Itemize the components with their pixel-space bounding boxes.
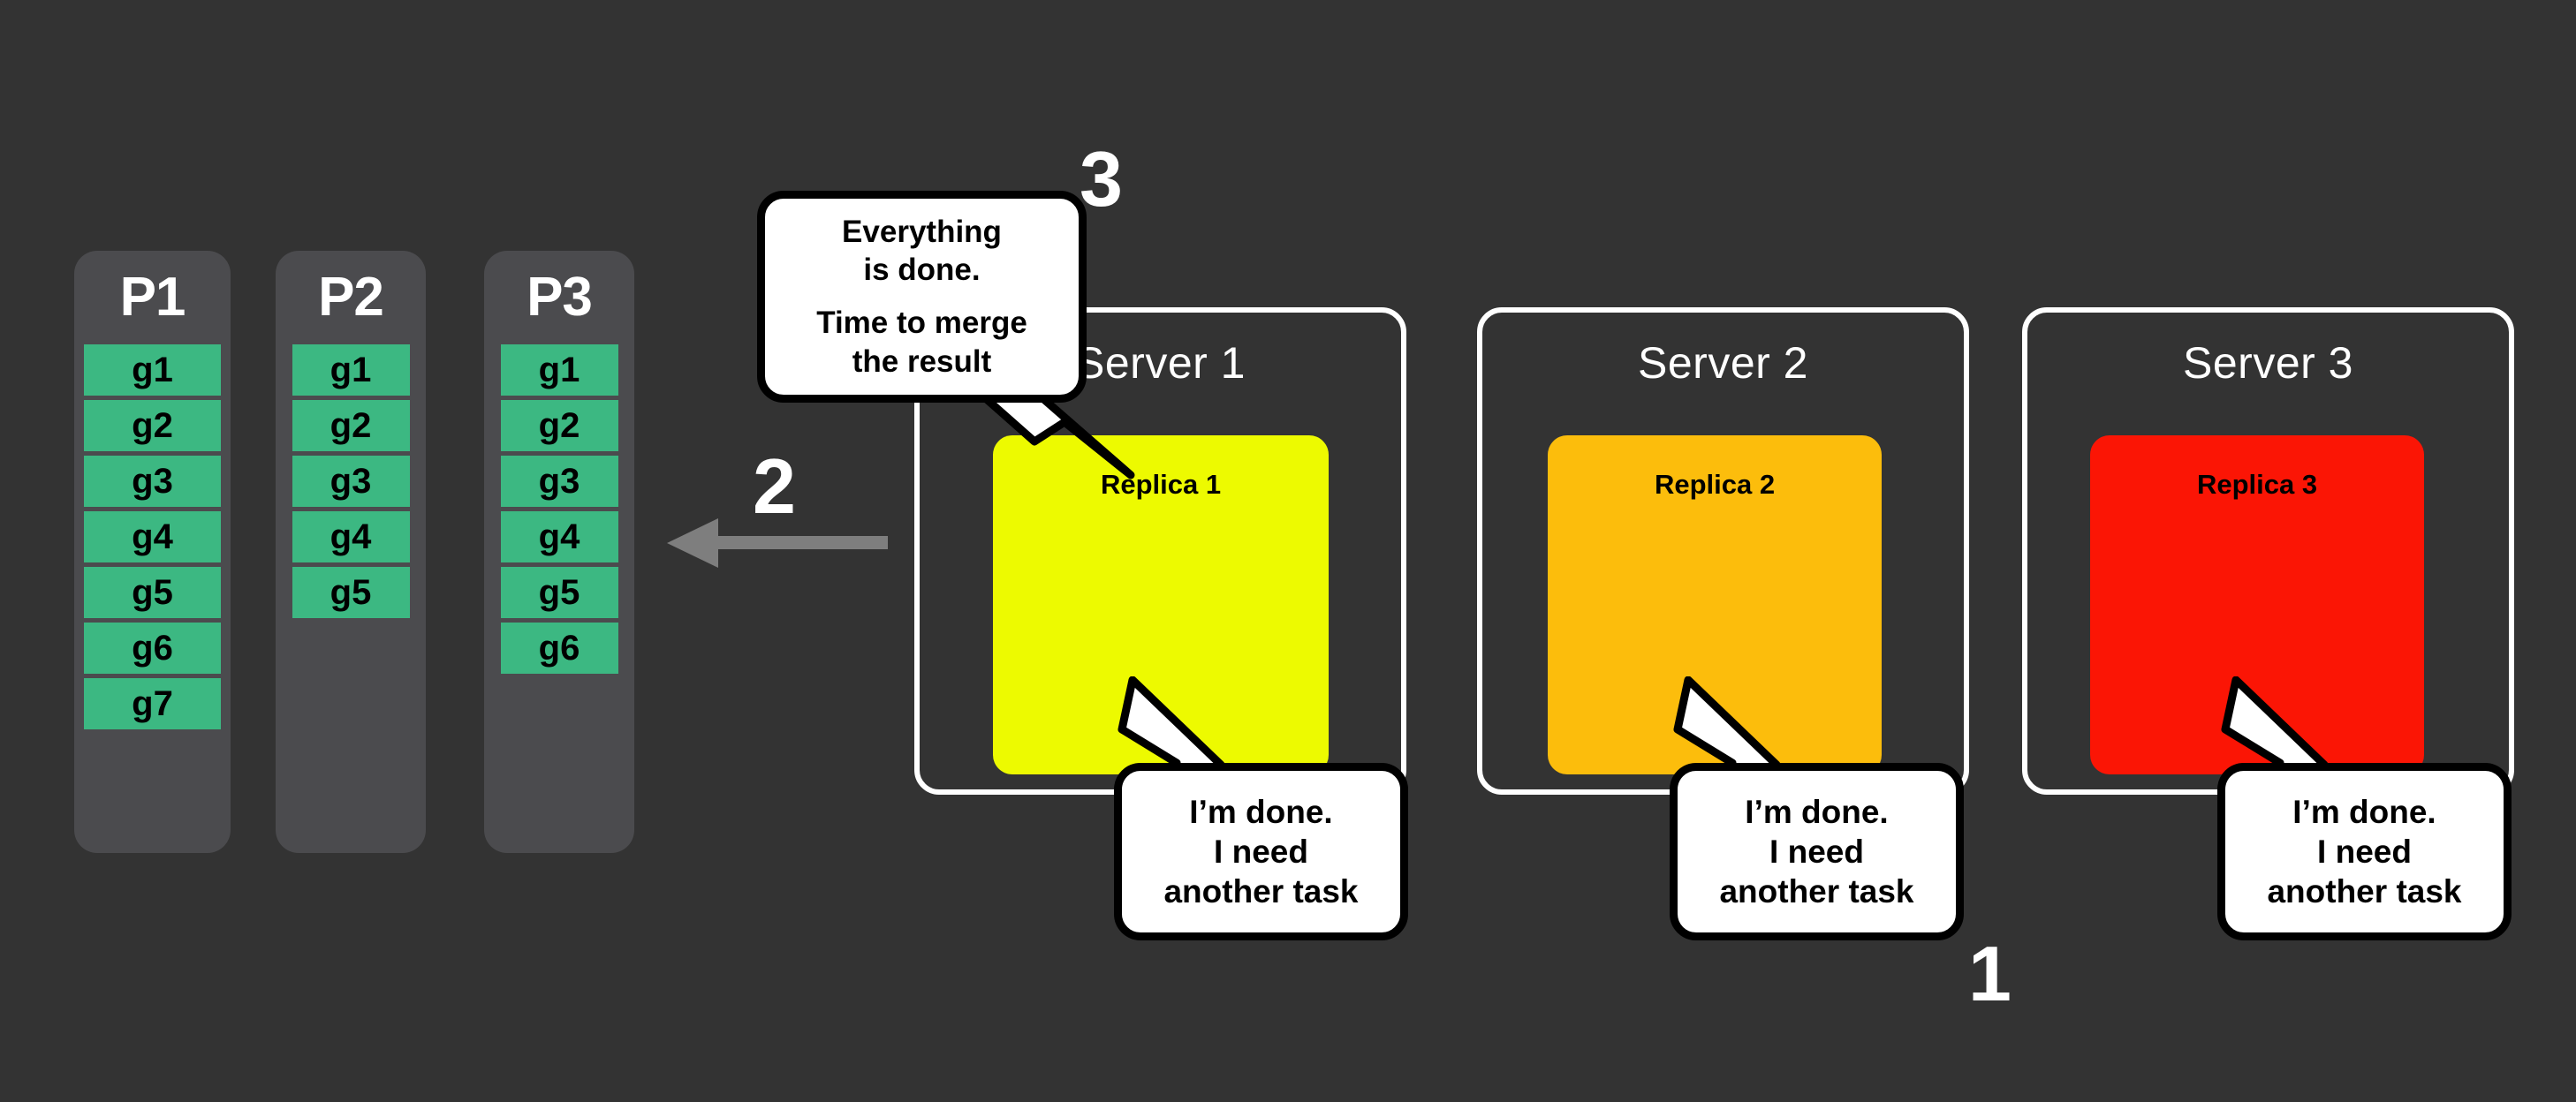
bubble-line: another task bbox=[1163, 873, 1359, 910]
partition-p2: P2 g1 g2 g3 g4 g5 bbox=[276, 251, 426, 853]
chunk-item: g6 bbox=[500, 622, 618, 674]
bubble-line: I need bbox=[1214, 833, 1308, 870]
chunk-item: g3 bbox=[292, 455, 410, 507]
partition-title: P3 bbox=[527, 267, 593, 328]
bubble-line: the result bbox=[852, 343, 992, 379]
bubble-line: another task bbox=[1719, 873, 1914, 910]
partition-title: P1 bbox=[119, 267, 186, 328]
bubble-line: I need bbox=[1769, 833, 1864, 870]
merge-arrow-icon bbox=[667, 518, 888, 568]
done-speech-bubble-2: I’m done. I need another task bbox=[1670, 763, 1964, 940]
step-number-2: 2 bbox=[753, 442, 796, 530]
chunk-item: g3 bbox=[84, 455, 221, 507]
replica-label: Replica 3 bbox=[2196, 469, 2318, 500]
bubble-line: another task bbox=[2267, 873, 2462, 910]
chunk-item: g5 bbox=[500, 566, 618, 618]
replica-label: Replica 2 bbox=[1654, 469, 1776, 500]
server-title: Server 3 bbox=[2183, 338, 2353, 388]
chunk-item: g5 bbox=[84, 566, 221, 618]
chunk-list: g1 g2 g3 g4 g5 bbox=[276, 343, 426, 618]
chunk-item: g1 bbox=[84, 343, 221, 396]
bubble-line: I’m done. bbox=[2292, 793, 2436, 830]
done-speech-bubble-1: I’m done. I need another task bbox=[1114, 763, 1408, 940]
bubble-line: is done. bbox=[863, 253, 981, 288]
partition-title: P2 bbox=[318, 267, 384, 328]
replica-box-3: Replica 3 bbox=[2090, 435, 2424, 774]
chunk-item: g4 bbox=[292, 510, 410, 562]
chunk-list: g1 g2 g3 g4 g5 g6 g7 bbox=[74, 343, 231, 729]
chunk-item: g2 bbox=[84, 399, 221, 451]
chunk-item: g1 bbox=[292, 343, 410, 396]
step-number-3: 3 bbox=[1080, 135, 1123, 223]
replica-box-1: Replica 1 bbox=[993, 435, 1329, 774]
partition-p3: P3 g1 g2 g3 g4 g5 g6 bbox=[484, 251, 634, 853]
replica-label: Replica 1 bbox=[1100, 469, 1222, 500]
chunk-item: g2 bbox=[292, 399, 410, 451]
bubble-line: Everything bbox=[842, 214, 1002, 249]
chunk-item: g2 bbox=[500, 399, 618, 451]
chunk-item: g4 bbox=[84, 510, 221, 562]
replica-box-2: Replica 2 bbox=[1548, 435, 1882, 774]
chunk-item: g6 bbox=[84, 622, 221, 674]
chunk-item: g1 bbox=[500, 343, 618, 396]
chunk-list: g1 g2 g3 g4 g5 g6 bbox=[484, 343, 634, 674]
chunk-item: g5 bbox=[292, 566, 410, 618]
partition-p1: P1 g1 g2 g3 g4 g5 g6 g7 bbox=[74, 251, 231, 853]
bubble-line: I need bbox=[2317, 833, 2412, 870]
chunk-item: g7 bbox=[84, 677, 221, 729]
bubble-line: I’m done. bbox=[1745, 793, 1889, 830]
bubble-line: Time to merge bbox=[816, 306, 1027, 340]
done-speech-bubble-3: I’m done. I need another task bbox=[2217, 763, 2512, 940]
server-title: Server 2 bbox=[1638, 338, 1808, 388]
bubble-line: I’m done. bbox=[1189, 793, 1333, 830]
step-number-1: 1 bbox=[1968, 930, 2012, 1017]
chunk-item: g3 bbox=[500, 455, 618, 507]
chunk-item: g4 bbox=[500, 510, 618, 562]
merge-speech-bubble: Everything is done. Time to merge the re… bbox=[757, 191, 1087, 403]
